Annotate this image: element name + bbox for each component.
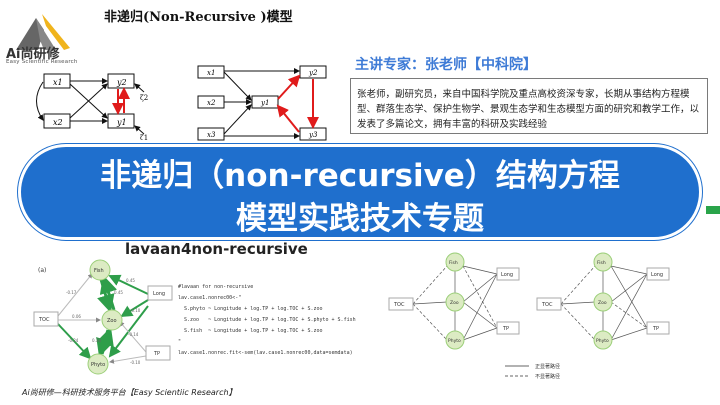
svg-text:x1: x1: [207, 69, 215, 77]
svg-text:-0.10: -0.10: [130, 360, 141, 365]
svg-text:Long: Long: [651, 272, 663, 278]
svg-text:Phyto: Phyto: [448, 338, 461, 344]
svg-text:TOC: TOC: [393, 302, 405, 308]
slide-edge-decoration: [706, 206, 720, 214]
svg-text:Fish: Fish: [597, 260, 606, 266]
svg-text:0.45: 0.45: [126, 278, 135, 283]
lavaan-code-block: #lavaan for non-recursive lav.case1.nonre…: [178, 282, 356, 359]
logo-subtitle: Easy Scientific Research: [6, 59, 78, 65]
logo-icon: [16, 14, 70, 50]
svg-text:TP: TP: [652, 326, 659, 332]
svg-text:-0.24: -0.24: [68, 338, 79, 343]
svg-text:-0.17: -0.17: [66, 290, 77, 295]
svg-text:Long: Long: [153, 291, 165, 297]
svg-text:Zoo: Zoo: [598, 300, 607, 306]
svg-text:0.38: 0.38: [92, 338, 101, 343]
svg-text:TOC: TOC: [541, 302, 553, 308]
nonrecursive-diagram-loop: x1 x2 x3 y1 y2 y3: [197, 65, 327, 141]
legend-significant: 正显著路径: [535, 363, 560, 370]
node-x1: x1: [53, 78, 63, 87]
error-zeta2: ζ2: [140, 94, 148, 102]
code-line: lav.case1.nonrec.fit<-sem(lav.case1.nonr…: [178, 350, 353, 356]
legend-nonsignificant: 不显著路径: [535, 373, 560, 380]
svg-text:-0.14: -0.14: [128, 332, 139, 337]
svg-text:TP: TP: [502, 326, 509, 332]
panel-tag: (a): [38, 267, 46, 274]
svg-text:-0.10: -0.10: [130, 308, 141, 313]
svg-text:TP: TP: [153, 351, 160, 357]
svg-text:0.06: 0.06: [72, 314, 81, 319]
svg-text:Zoo: Zoo: [450, 300, 459, 306]
svg-text:Fish: Fish: [94, 268, 104, 274]
node-y1: y1: [116, 118, 127, 127]
svg-text:Phyto: Phyto: [91, 362, 105, 368]
code-line: S.phyto ~ Longitude + log.TP + log.TOC +…: [178, 306, 323, 312]
code-line: #lavaan for non-recursive: [178, 284, 254, 290]
node-x2: x2: [53, 118, 63, 127]
logo-name: Ai尚研修: [6, 47, 60, 62]
svg-text:0.45: 0.45: [114, 290, 123, 295]
model-title: 非递归(Non-Recursive )模型: [104, 10, 293, 25]
expert-bio: 张老师，副研究员，来自中国科学院及重点高校资深专家，长期从事结构方程模型、群落生…: [350, 78, 708, 134]
course-banner: [18, 144, 702, 240]
svg-text:y1: y1: [260, 99, 269, 107]
svg-text:Phyto: Phyto: [596, 338, 609, 344]
footer-credit: Ai尚研修—科研技术服务平台【Easy Scientiic Research】: [22, 388, 237, 397]
svg-text:y2: y2: [308, 69, 318, 77]
code-line: S.fish ~ Longitude + log.TP + log.TOC + …: [178, 328, 323, 334]
svg-text:x3: x3: [207, 131, 216, 139]
expert-title: 主讲专家：张老师【中科院】: [355, 57, 537, 73]
lavaan-heading: lavaan4non-recursive: [125, 240, 308, 258]
svg-text:TOC: TOC: [38, 317, 50, 323]
fitted-sem-diagram: (a) Fish Zoo Phyto TOC Long TP -0.17 0.0…: [33, 259, 173, 375]
svg-text:y3: y3: [308, 131, 318, 139]
banner-title-line1: 非递归（non-recursive）结构方程: [100, 158, 620, 194]
path-comparison-diagram: Fish Zoo Phyto Fish Zoo Phyto TOC Long T…: [388, 252, 670, 380]
svg-text:Long: Long: [501, 272, 513, 278]
nonrecursive-diagram-simple: x1 x2 y2 y1 ζ2 ζ1: [36, 73, 148, 140]
svg-text:x2: x2: [207, 99, 216, 107]
banner-title-line2: 模型实践技术专题: [236, 201, 484, 237]
svg-text:Zoo: Zoo: [107, 318, 117, 324]
code-line: S.zoo ~ Longitude + log.TP + log.TOC + S…: [178, 317, 356, 323]
code-line: ": [178, 339, 182, 345]
svg-text:Fish: Fish: [449, 260, 458, 266]
node-y2: y2: [116, 78, 127, 87]
code-line: lav.case1.nonrec00<-": [178, 295, 242, 301]
error-zeta1: ζ1: [140, 134, 148, 140]
